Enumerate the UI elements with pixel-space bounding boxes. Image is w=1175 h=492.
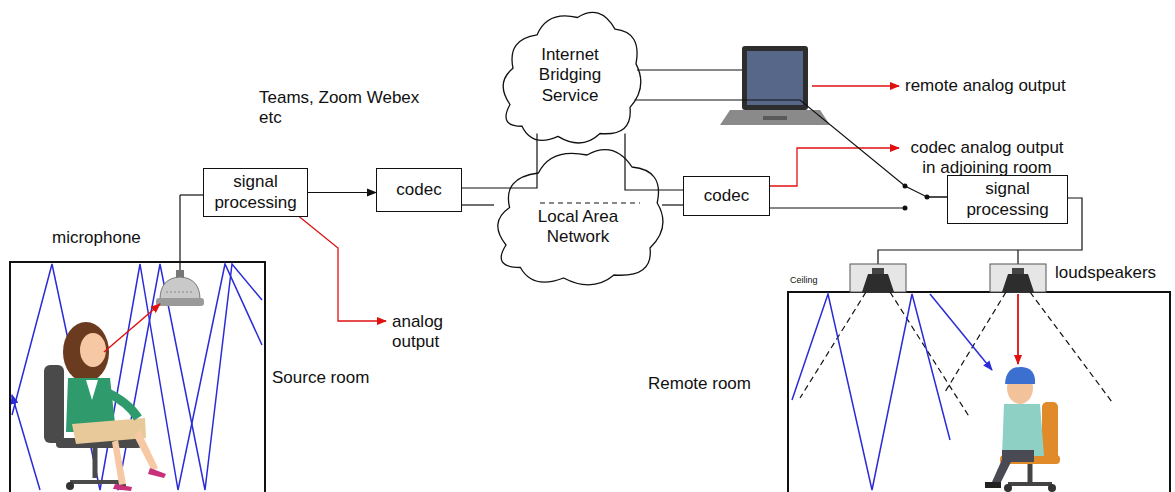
node-text: codec [704, 186, 749, 206]
process-box: signal processing [947, 175, 1068, 224]
signal-connector [462, 134, 537, 189]
text-group: Local Area Network [528, 207, 628, 248]
codec-box: codec [683, 176, 770, 216]
signal-connector [308, 192, 376, 193]
text-group: signal processing [212, 172, 299, 213]
process-box: signal processing [203, 168, 308, 217]
node-text: codec [396, 180, 441, 200]
node-text: Internet Bridging Service [528, 45, 612, 106]
direct-sound-arrow [1017, 294, 1019, 364]
reflection-path [930, 294, 992, 370]
output-leader [296, 214, 386, 321]
signal-connector [635, 100, 948, 197]
listener-figure [985, 367, 1060, 492]
signal-connector [770, 197, 947, 208]
room-name: Remote room [648, 374, 768, 394]
output-label: remote analog output [905, 76, 1095, 96]
codec-box: codec [376, 168, 462, 212]
network-cloud: Internet Bridging Service [495, 3, 645, 148]
output-label: codec analog output in adjoining room [903, 138, 1071, 179]
surface-name: Ceiling [790, 275, 840, 286]
service-note: Teams, Zoom Webex etc [259, 88, 429, 129]
direct-sound-arrow [104, 304, 160, 352]
text-group: codec [704, 186, 749, 206]
reflection-path [118, 264, 262, 490]
mic-wire [179, 195, 180, 272]
node-text: signal processing [956, 179, 1059, 220]
coverage-lines [800, 292, 1112, 418]
laptop-wire [637, 69, 742, 70]
room-name: Source room [272, 368, 382, 388]
network-cloud: Local Area Network [488, 140, 668, 290]
output-leader [770, 148, 899, 186]
output-leader [812, 85, 899, 86]
text-group: codec [396, 180, 441, 200]
reflection-path [12, 264, 262, 490]
mic-wire [180, 194, 203, 195]
source-room-wall [10, 262, 265, 492]
remote-room-wall [788, 292, 1170, 492]
text-group: Internet Bridging Service [528, 45, 612, 106]
speaker-wire [1017, 250, 1018, 264]
signal-connector [625, 134, 683, 191]
talker-figure [44, 322, 166, 491]
part-name: microphone [52, 228, 162, 248]
loudspeaker-icon [990, 264, 1046, 292]
node-text: Local Area Network [528, 207, 628, 248]
reflection-path [792, 294, 950, 490]
output-label: analog output [392, 312, 464, 353]
part-name: loudspeakers [1055, 263, 1170, 283]
reflection-path [12, 395, 40, 490]
signal-connector [462, 204, 494, 205]
loudspeaker-icon [850, 264, 906, 292]
text-group: signal processing [956, 179, 1059, 220]
signal-connector [662, 204, 683, 205]
microphone-icon [156, 270, 204, 306]
node-text: signal processing [212, 172, 299, 213]
lan-dashed-link [540, 203, 640, 204]
